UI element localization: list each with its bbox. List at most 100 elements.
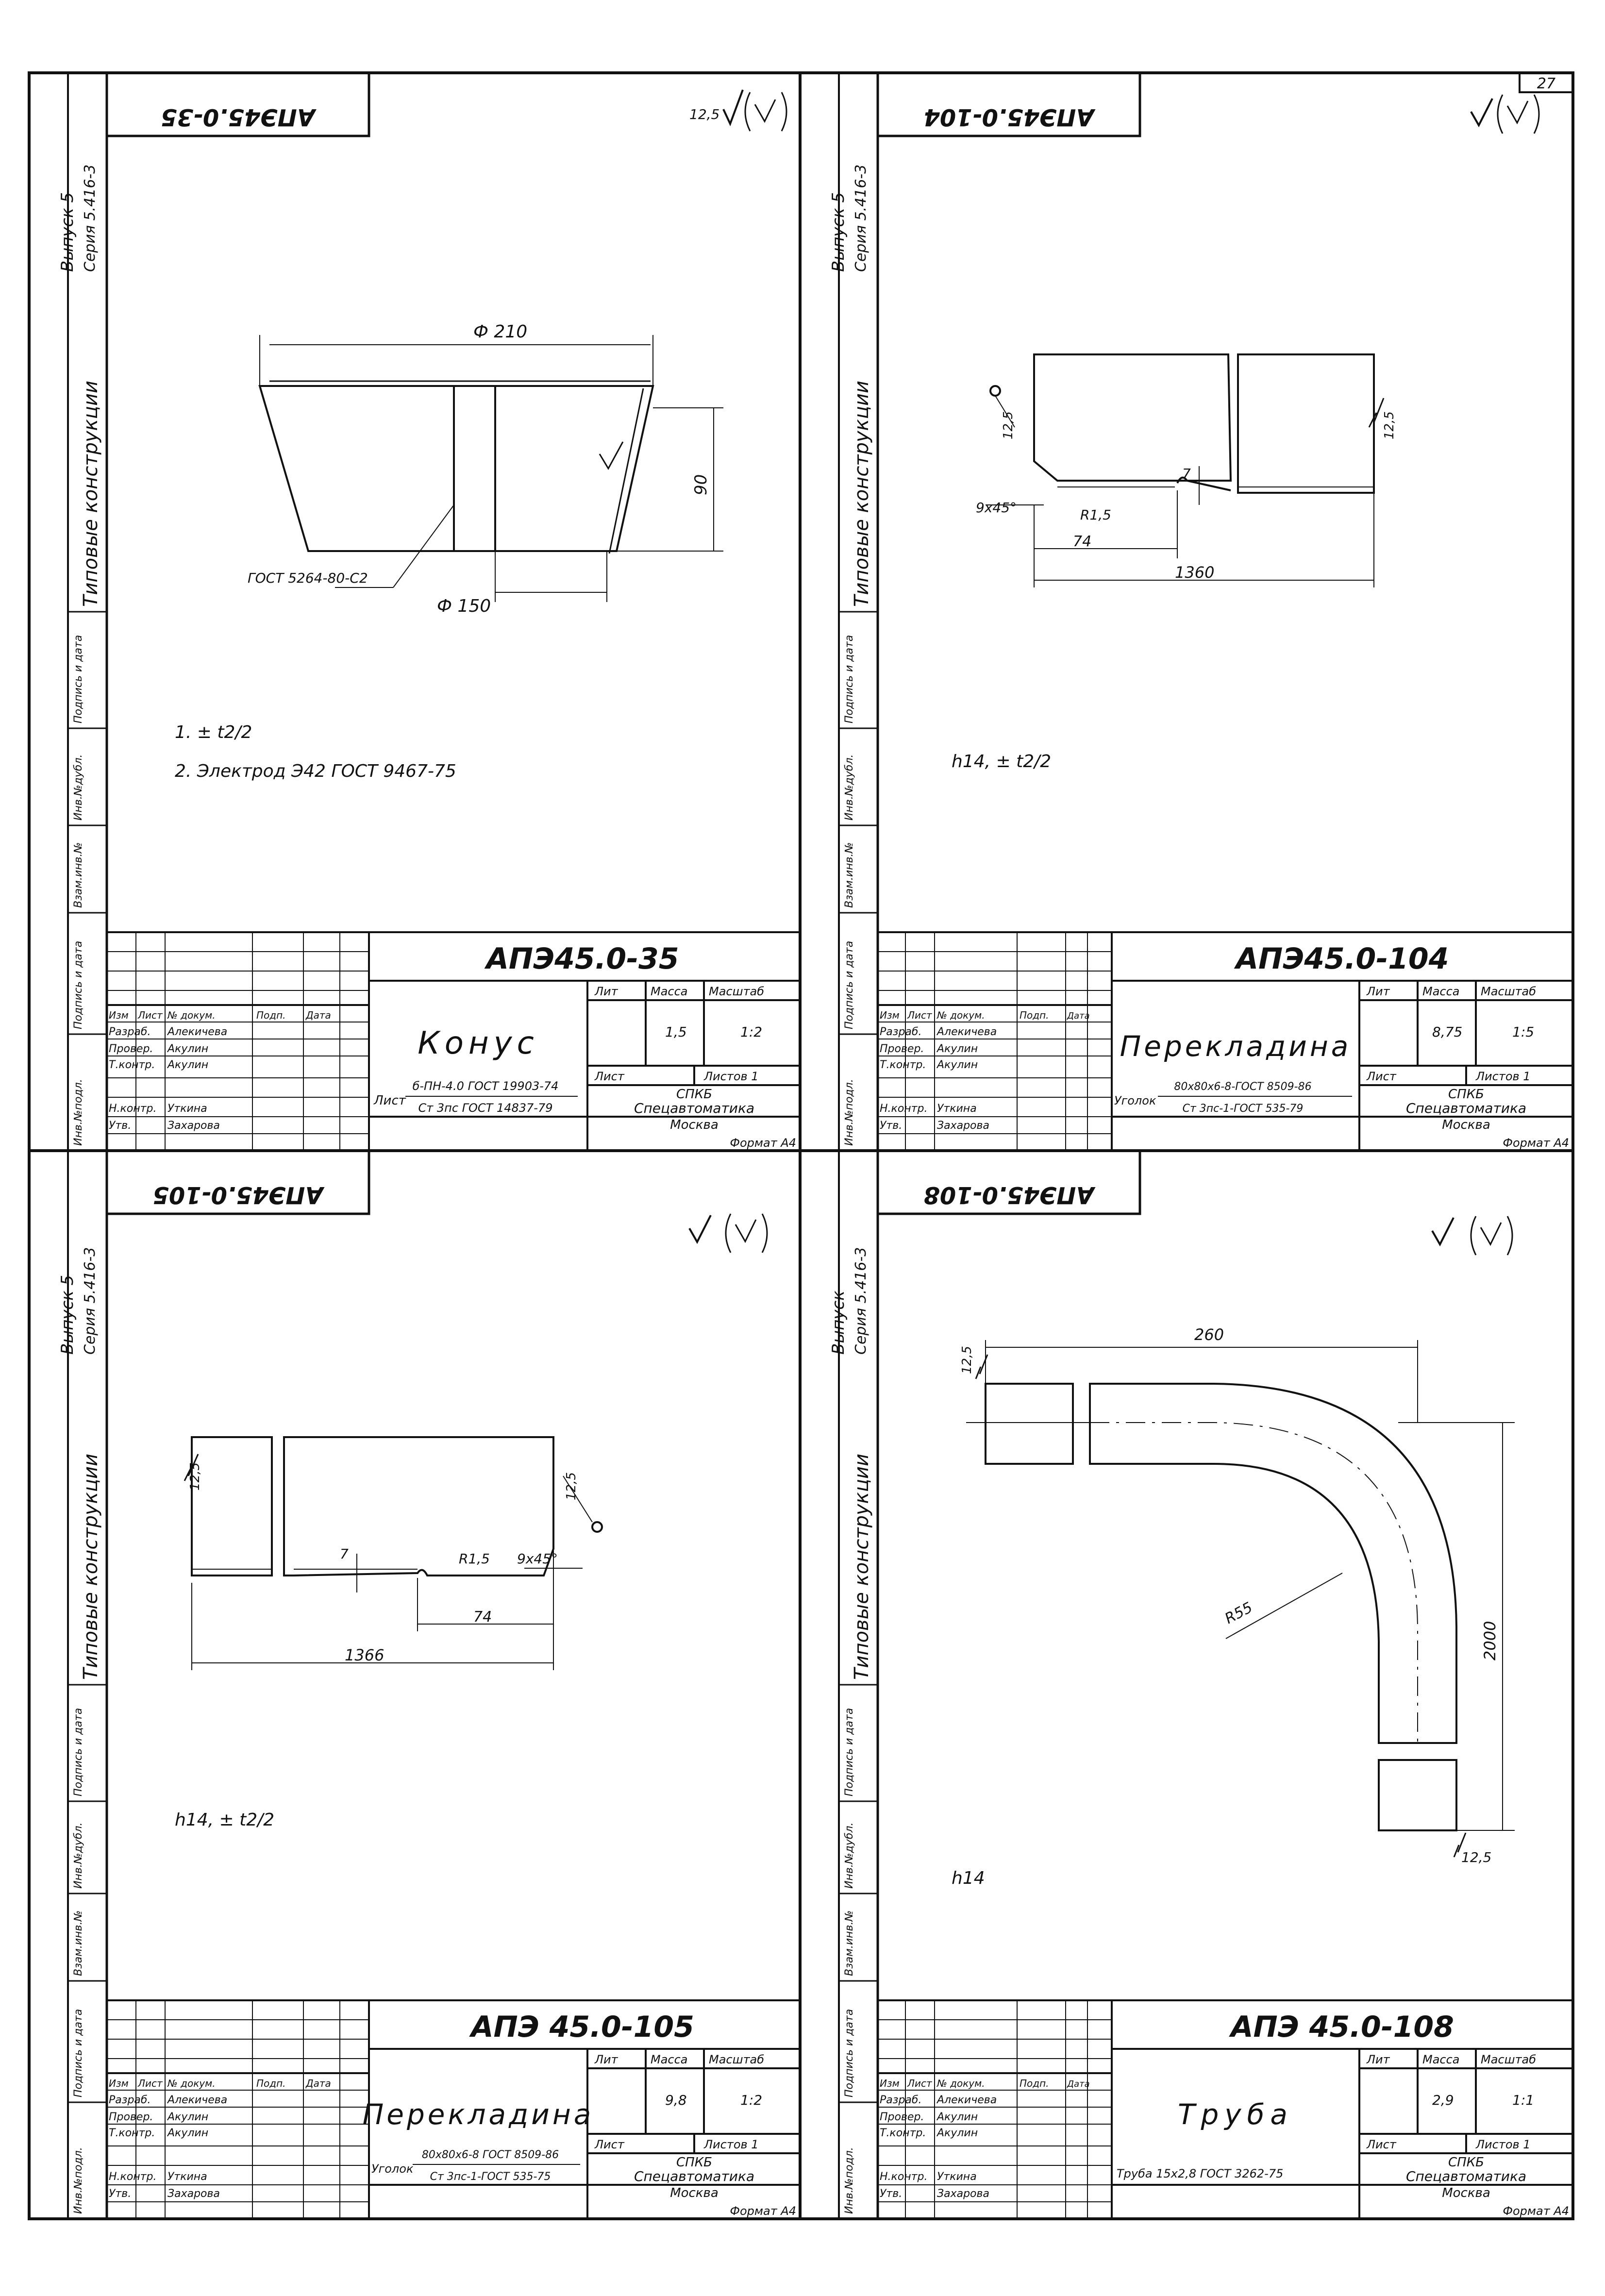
note-1: h14, ± t2/2 — [952, 752, 1051, 771]
note-1: h14 — [952, 1868, 985, 1888]
material-prefix: Лист — [373, 1093, 406, 1108]
sheets-label: Листов 1 — [1475, 2138, 1531, 2151]
mass-value: 8,75 — [1432, 1024, 1462, 1040]
stamp-cell-inv-dup: Инв.№дубл. — [843, 1822, 855, 1889]
stamp-cell-inv-dup: Инв.№дубл. — [843, 754, 855, 821]
part-name: Труба — [1178, 2098, 1293, 2131]
title-block — [877, 1999, 1574, 2220]
stamp-cell-inv-orig: Инв.№подл. — [843, 1079, 855, 1146]
dim-depth: 7 — [340, 1546, 349, 1562]
person-approved: Захарова — [167, 1120, 220, 1132]
panel-cone: Выпуск 5 Серия 5.416-3 Типовые конструкц… — [58, 71, 801, 1152]
person-checker: Акулин — [167, 1043, 208, 1055]
hdr-list: Лист — [907, 2078, 933, 2089]
dim-radius: R1,5 — [459, 1551, 490, 1567]
material-top: 80x80x6-8 ГОСТ 8509-86 — [422, 2149, 559, 2161]
series-line1: Выпуск 5 — [829, 192, 848, 272]
rough-right: 12,5 — [564, 1472, 579, 1500]
stamp-cell-sign-date: Подпись и дата — [843, 1708, 855, 1796]
title-block — [877, 931, 1574, 1152]
drawing-code: АПЭ 45.0-105 — [469, 2010, 694, 2044]
roughness-icon — [722, 89, 744, 127]
stamp-cell-inv-orig: Инв.№подл. — [72, 2147, 84, 2214]
weld-callout: ГОСТ 5264-80-С2 — [248, 570, 368, 586]
rough-right: 12,5 — [1382, 411, 1397, 439]
dim-length: 1366 — [345, 1646, 384, 1664]
role-checker: Провер. — [109, 1043, 153, 1055]
typical-label: Типовые конструкции — [851, 381, 873, 607]
person-checker: Акулин — [936, 2111, 978, 2123]
series-line1: Выпуск 5 — [58, 1275, 77, 1355]
role-ncontrol: Н.контр. — [880, 2171, 927, 2183]
role-approved: Утв. — [109, 1120, 131, 1132]
sheet-label: Лист — [594, 2138, 625, 2151]
role-ncontrol: Н.контр. — [880, 1103, 927, 1115]
person-developer: Алекичева — [167, 1026, 227, 1038]
typical-label: Типовые конструкции — [80, 381, 102, 607]
lit-label: Лит — [594, 985, 619, 998]
format-label: Формат А4 — [1503, 1136, 1569, 1150]
role-approved: Утв. — [109, 2188, 131, 2200]
org-line2: Спецавтоматика — [1406, 1100, 1526, 1116]
page-number-box — [1519, 72, 1574, 93]
stamp-cell-sign-date-2: Подпись и дата — [843, 941, 855, 1029]
stamp-cell-sign-date: Подпись и дата — [72, 1708, 84, 1796]
stamp-cell-replace: Взам.инв.№ — [843, 842, 855, 908]
scale-label: Масштаб — [709, 2053, 764, 2066]
sheet-label: Лист — [1366, 2138, 1397, 2151]
typical-label: Типовые конструкции — [851, 1454, 873, 1680]
hdr-doc: № докум. — [936, 2078, 985, 2089]
stamp-cell-sign-date-2: Подпись и дата — [72, 941, 84, 1029]
person-developer: Алекичева — [936, 2094, 997, 2106]
stamp-cell-replace: Взам.инв.№ — [72, 842, 84, 908]
pipe-drawing — [966, 1340, 1515, 1858]
stamp-cell-inv-orig: Инв.№подл. — [72, 1079, 84, 1146]
drawing-code: АПЭ45.0-104 — [1234, 942, 1449, 976]
role-tcontrol: Т.контр. — [109, 1059, 155, 1071]
dim-notch: 74 — [473, 1609, 492, 1626]
stamp-cell-sign-date-2: Подпись и дата — [843, 2009, 855, 2097]
dim-length: 1360 — [1175, 563, 1214, 582]
dim-bottom: Ф 150 — [437, 596, 491, 616]
series-line1: Выпуск 5 — [58, 192, 77, 272]
code-box — [876, 1149, 1141, 1215]
dim-radius: R1,5 — [1080, 507, 1111, 523]
dim-height: 90 — [691, 474, 711, 495]
crossbar-drawing — [184, 1436, 603, 1670]
sheets-label: Листов 1 — [1475, 1070, 1531, 1083]
hdr-doc: № докум. — [167, 2078, 216, 2089]
mass-label: Масса — [651, 985, 688, 998]
mirrored-code: АПЭ45.0-105 — [152, 1181, 325, 1208]
dim-chamfer: 9x45° — [517, 1551, 558, 1567]
sheets-label: Листов 1 — [703, 1070, 759, 1083]
material-bottom: Ст 3пс-1-ГОСТ 535-75 — [430, 2171, 551, 2183]
org-line3: Москва — [1442, 1118, 1490, 1132]
note-2: 2. Электрод Э42 ГОСТ 9467-75 — [175, 761, 456, 781]
person-tcontrol: Акулин — [936, 2127, 978, 2139]
person-developer: Алекичева — [167, 2094, 227, 2106]
person-developer: Алекичева — [936, 1026, 997, 1038]
rough-top: 12,5 — [960, 1346, 974, 1374]
org-line1: СПКБ — [1448, 1087, 1484, 1102]
mirrored-code: АПЭ45.0-108 — [923, 1181, 1096, 1208]
roughness-value: 12,5 — [689, 106, 719, 122]
rough-left: 12,5 — [1001, 411, 1016, 439]
role-developer: Разраб. — [880, 2094, 921, 2106]
drawing-code: АПЭ45.0-35 — [484, 942, 679, 976]
series-line2: Серия 5.416-3 — [82, 1247, 99, 1355]
drawing-code: АПЭ 45.0-108 — [1229, 2010, 1454, 2044]
note-1: h14, ± t2/2 — [175, 1810, 274, 1830]
material-prefix: Уголок — [1114, 1094, 1156, 1107]
mass-label: Масса — [651, 2053, 688, 2066]
panel-pipe-108: Выпуск Серия 5.416-3 Типовые конструкции… — [829, 1149, 1574, 2220]
dim-notch: 74 — [1073, 533, 1091, 550]
material-top: 80x80x6-8-ГОСТ 8509-86 — [1174, 1081, 1311, 1093]
person-ncontrol: Уткина — [167, 1103, 207, 1115]
material-bottom: Ст 3пс-1-ГОСТ 535-79 — [1183, 1103, 1304, 1115]
hdr-doc: № докум. — [936, 1009, 985, 1021]
person-approved: Захарова — [167, 2188, 220, 2200]
note-1: 1. ± t2/2 — [175, 722, 252, 742]
org-line1: СПКБ — [676, 1087, 712, 1102]
role-tcontrol: Т.контр. — [109, 2127, 155, 2139]
role-developer: Разраб. — [109, 2094, 150, 2106]
